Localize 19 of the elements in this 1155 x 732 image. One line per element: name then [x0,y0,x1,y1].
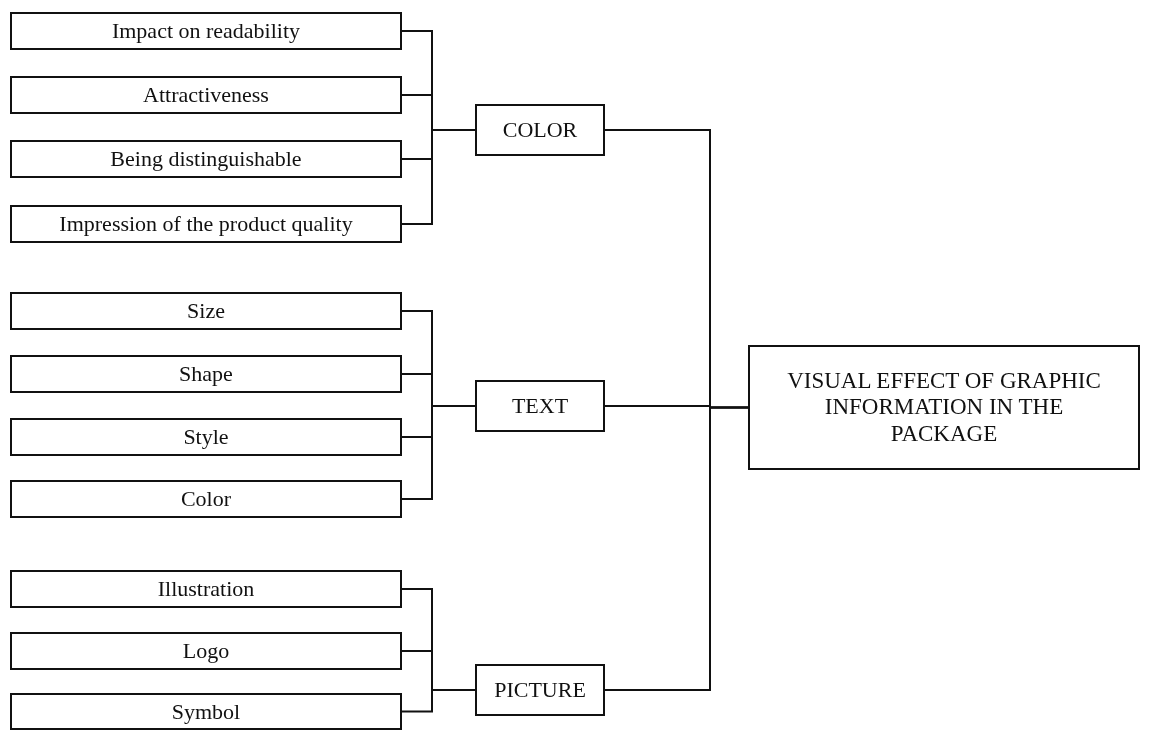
label-box: Logo [10,632,402,670]
label-box: Shape [10,355,402,393]
result-box: VISUAL EFFECT OF GRAPHIC INFORMATION IN THE PACKAGE [748,345,1140,470]
label-box: COLOR [475,104,605,156]
connector-line [401,689,476,713]
connector-line [401,129,476,225]
label-box: Being distinguishable [10,140,402,178]
label-box: PICTURE [475,664,605,716]
label-box: Size [10,292,402,330]
label-box: Color [10,480,402,518]
label-box: Attractiveness [10,76,402,114]
label-box: TEXT [475,380,605,432]
label-box: Style [10,418,402,456]
connector-line [401,405,476,500]
label-box: Illustration [10,570,402,608]
connector-line [604,406,749,691]
label-box: Symbol [10,693,402,730]
label-box: Impression of the product quality [10,205,402,243]
label-box: Impact on readability [10,12,402,50]
